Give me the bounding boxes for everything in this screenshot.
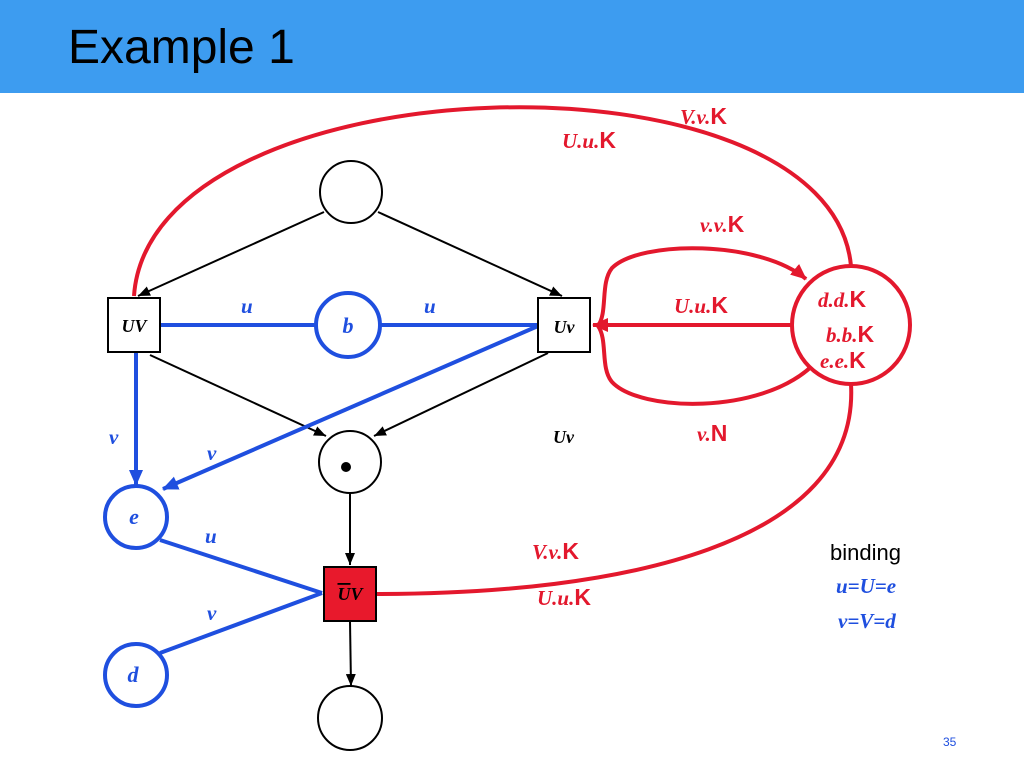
- red-label-arrow-mid: U.u.K: [674, 292, 728, 318]
- red-label-loop-top: v.v.K: [700, 211, 745, 237]
- arc-label-d-to-fired: v: [207, 601, 217, 625]
- place-red-store: [790, 264, 912, 386]
- red-label-bottom-inner: U.u.K: [537, 584, 591, 610]
- red-label-bottom-outer: V.v.K: [532, 538, 579, 564]
- place-marked: [318, 430, 382, 494]
- arc-uv-lower-to-dot: [373, 352, 549, 437]
- transition-fired: [323, 566, 377, 622]
- arc-label-b-to-uv: u: [424, 294, 436, 318]
- blue-e-to-fired: [159, 538, 323, 595]
- red-label-top-inner: U.u.K: [562, 127, 616, 153]
- page-number: 35: [943, 735, 957, 749]
- arc-top-to-uv-lower: [377, 211, 563, 297]
- circle-label-d: d.d.K: [818, 286, 867, 312]
- red-label-top-outer: V.v.K: [680, 103, 727, 129]
- blue-d-to-fired: [159, 591, 323, 655]
- binding-line-u: u=U=e: [836, 574, 896, 598]
- token-dot: [341, 462, 351, 472]
- transition-uv-lower: [537, 297, 591, 353]
- place-d-label: d: [128, 662, 140, 687]
- place-d: [103, 642, 169, 708]
- arc-label-e-to-fired: u: [205, 524, 217, 548]
- arc-top-to-uv: [137, 211, 325, 297]
- arc-fired-to-bottom: [345, 620, 356, 687]
- place-e-label: e: [129, 504, 139, 529]
- place-b: [314, 291, 382, 359]
- arc-label-uv-to-b: u: [241, 294, 253, 318]
- circle-label-b: b.b.K: [826, 321, 875, 347]
- red-arc-bottom: [376, 383, 854, 596]
- fired-label-rest: V: [350, 584, 364, 604]
- transition-uv-lower-label: Uv: [554, 317, 576, 337]
- fired-label-overlined: U: [337, 584, 351, 604]
- slide-title: Example 1: [68, 21, 295, 74]
- blue-uv-lower-to-e: [162, 324, 539, 491]
- transition-uv: [107, 297, 161, 353]
- circle-label-e: e.e.K: [820, 347, 866, 373]
- transition-fired-label: UV: [337, 584, 364, 604]
- place-e: [103, 484, 169, 550]
- arc-uv-to-dot: [149, 354, 327, 437]
- place-bottom: [317, 685, 383, 751]
- slide-header-bar: [0, 0, 1024, 93]
- arc-label-uv-to-e: v: [109, 425, 119, 449]
- place-b-label: b: [343, 313, 354, 338]
- arc-label-uv2-to-e: v: [207, 441, 217, 465]
- red-arc-top: [132, 105, 853, 297]
- red-loop-arc: [595, 246, 814, 406]
- red-label-loop-bottom: v.N: [697, 420, 727, 446]
- place-top: [319, 160, 383, 224]
- binding-line-v: v=V=d: [838, 609, 896, 633]
- binding-title: binding: [830, 540, 901, 565]
- mode-label: Uv: [553, 427, 575, 447]
- transition-uv-label: UV: [121, 316, 148, 336]
